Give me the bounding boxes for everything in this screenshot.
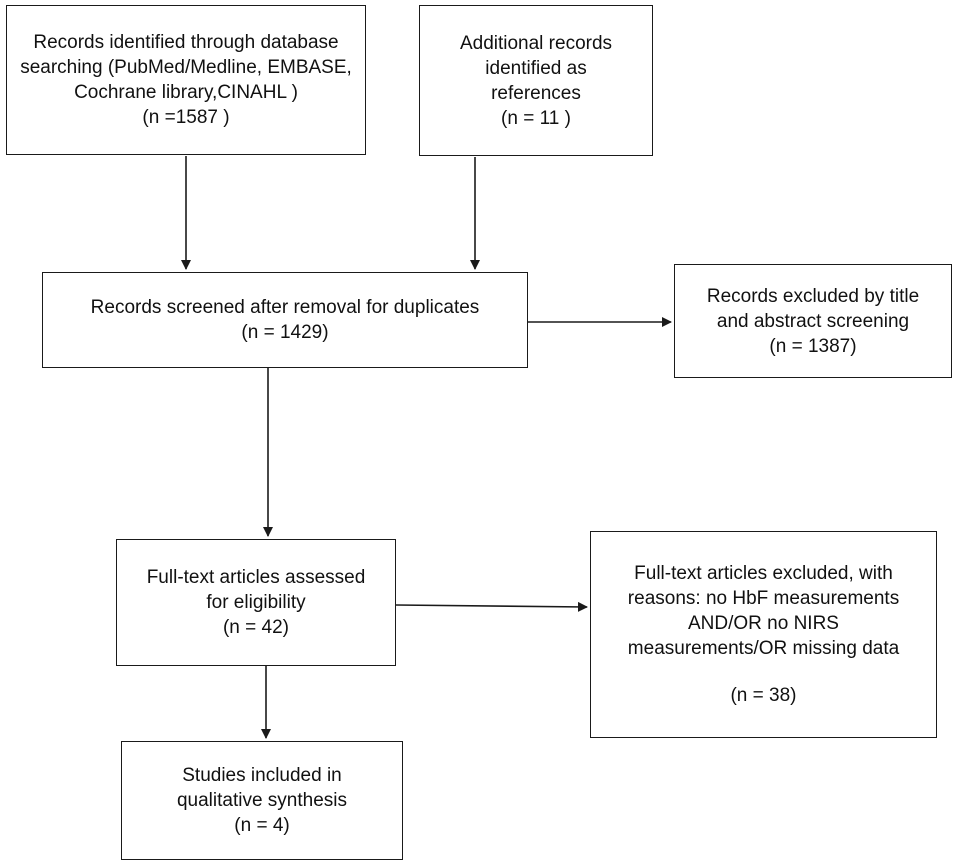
additional-records-line-1: Additional records (459, 32, 613, 54)
database-records-count: (n =1587 ) (142, 107, 230, 128)
records-excluded-line-1: Records excluded by title (706, 285, 920, 307)
database-records-line-1: Records identified through database (33, 32, 339, 53)
records-excluded-box: Records excluded by title and abstract s… (674, 264, 952, 378)
additional-records-line-3: references (491, 82, 581, 104)
studies-included-line-2: qualitative synthesis (176, 790, 348, 811)
records-screened-box: Records screened after removal for dupli… (42, 272, 528, 368)
fulltext-assessed-line-2: for eligibility (206, 592, 306, 613)
records-excluded-line-2: and abstract screening (716, 310, 910, 332)
fulltext-assessed-box: Full-text articles assessed for eligibil… (116, 539, 396, 666)
records-screened-line-1: Records screened after removal for dupli… (90, 297, 480, 318)
fulltext-excluded-line-4: measurements/OR missing data (627, 638, 900, 659)
database-records-line-2: searching (PubMed/Medline, EMBASE, (20, 57, 352, 78)
additional-records-count: (n = 11 ) (501, 107, 571, 129)
fulltext-excluded-line-2: reasons: no HbF measurements (627, 588, 900, 609)
database-records-line-3: Cochrane library,CINAHL ) (74, 82, 298, 103)
database-records-box: Records identified through database sear… (6, 5, 366, 155)
fulltext-excluded-box: Full-text articles excluded, with reason… (590, 531, 937, 738)
studies-included-line-1: Studies included in (182, 765, 342, 786)
studies-included-count: (n = 4) (234, 815, 290, 836)
records-excluded-count: (n = 1387) (769, 335, 857, 357)
fulltext-assessed-count: (n = 42) (222, 617, 289, 638)
records-screened-count: (n = 1429) (241, 322, 329, 343)
additional-records-box: Additional records identified as referen… (419, 5, 653, 156)
additional-records-line-2: identified as (485, 57, 587, 79)
fulltext-excluded-line-1: Full-text articles excluded, with (634, 563, 893, 584)
fulltext-assessed-line-1: Full-text articles assessed (146, 567, 366, 588)
fulltext-excluded-line-3: AND/OR no NIRS (688, 613, 839, 634)
fulltext-excluded-count: (n = 38) (730, 685, 797, 706)
studies-included-box: Studies included in qualitative synthesi… (121, 741, 403, 860)
arrow-fulltext-to-excluded (395, 601, 588, 612)
